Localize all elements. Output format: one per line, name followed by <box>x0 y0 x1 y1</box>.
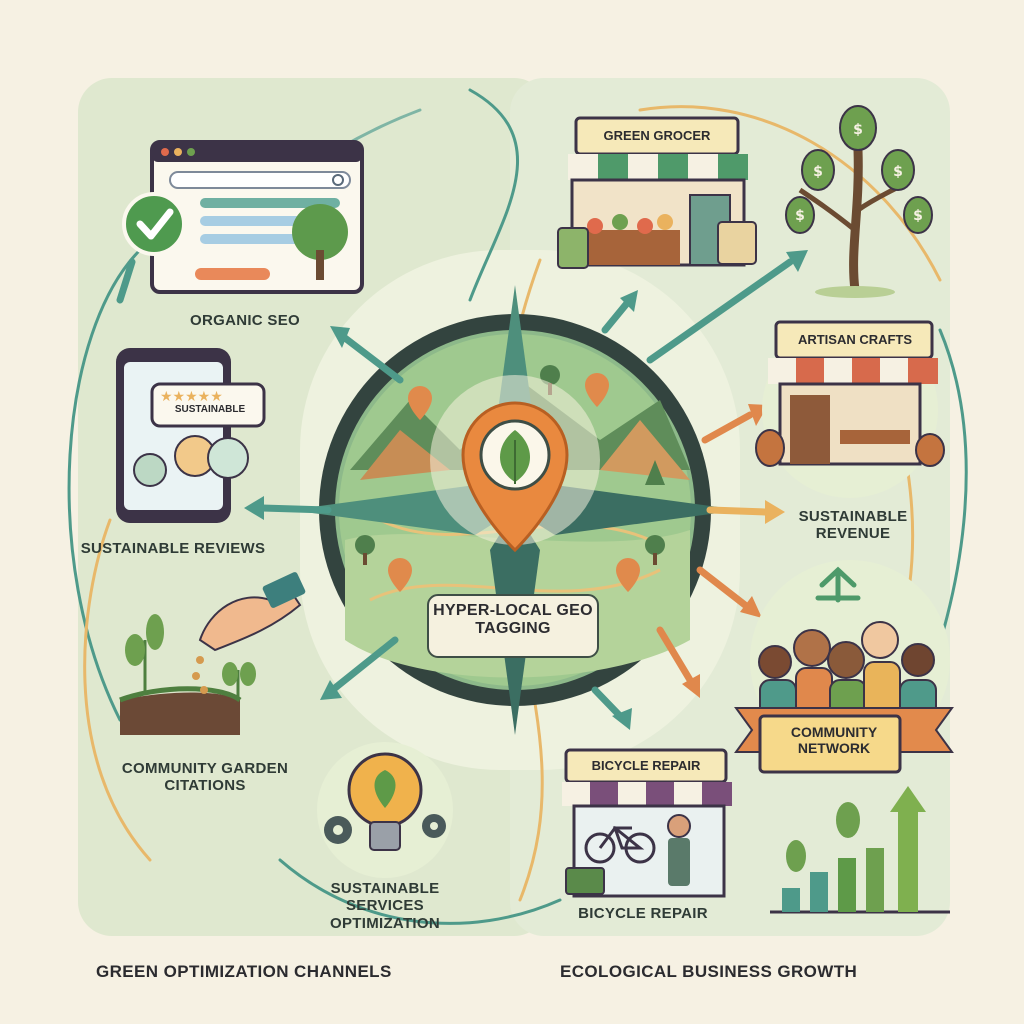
label-organic-seo: ORGANIC SEO <box>190 312 300 329</box>
label-bicycle-repair: BICYCLE REPAIR <box>578 905 708 922</box>
browser-window <box>122 140 364 294</box>
label-center: HYPER-LOCAL GEO TAGGING <box>433 602 593 638</box>
bike-shop <box>562 748 732 898</box>
sign-community-network: COMMUNITY NETWORK <box>790 724 878 757</box>
services-scene <box>317 742 453 878</box>
center-pin-icon <box>430 375 600 553</box>
checkmark-icon <box>122 192 186 256</box>
artisan-store <box>755 320 945 498</box>
dollar-tree-icon: $ $ $ $ $ <box>785 105 933 298</box>
footer-left: GREEN OPTIMIZATION CHANNELS <box>96 962 392 981</box>
svg-text:$: $ <box>813 164 823 180</box>
svg-text:$: $ <box>795 208 805 224</box>
svg-text:$: $ <box>853 122 863 138</box>
recycle-icon <box>815 566 861 603</box>
label-services-optimization: SUSTAINABLE SERVICES OPTIMIZATION <box>330 880 440 932</box>
sign-bicycle-repair: BICYCLE REPAIR <box>591 758 701 773</box>
arrows <box>116 258 794 722</box>
bicycle-icon <box>584 825 656 864</box>
community-group <box>734 560 954 774</box>
lightbulb-icon <box>347 752 423 851</box>
label-sustainable-revenue: SUSTAINABLE REVENUE <box>798 508 908 543</box>
review-bubble-text: SUSTAINABLE <box>174 404 246 415</box>
svg-text:★★★★★: ★★★★★ <box>160 389 223 405</box>
phone: ★★★★★ <box>116 348 266 523</box>
search-icon <box>332 174 344 186</box>
gear-icon <box>324 814 446 844</box>
growth-chart-icon <box>770 786 950 914</box>
footer-right: ECOLOGICAL BUSINESS GROWTH <box>560 962 858 981</box>
svg-text:$: $ <box>913 208 923 224</box>
star-rating-icon: ★★★★★ <box>160 389 223 405</box>
sign-artisan-crafts: ARTISAN CRAFTS <box>797 332 913 347</box>
garden-scene <box>119 572 306 735</box>
grocer-store <box>557 116 757 269</box>
sign-green-grocer: GREEN GROCER <box>603 128 711 143</box>
svg-text:$: $ <box>893 164 903 180</box>
label-community-garden: COMMUNITY GARDEN CITATIONS <box>121 760 289 795</box>
tree-icon <box>355 365 665 565</box>
compass <box>290 285 740 735</box>
label-sustainable-reviews: SUSTAINABLE REVIEWS <box>80 540 266 557</box>
arrow-heads <box>244 250 808 730</box>
location-pin-icon <box>388 373 640 592</box>
